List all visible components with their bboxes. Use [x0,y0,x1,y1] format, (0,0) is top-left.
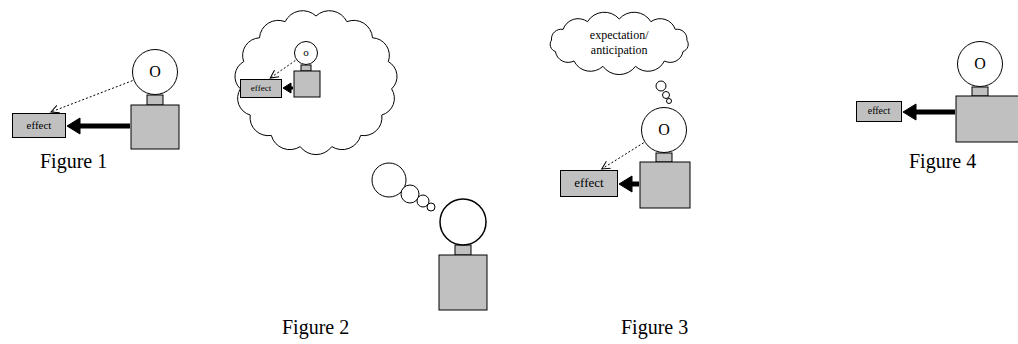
thought-bubble [656,81,666,91]
effect-label: effect [574,175,603,191]
figure-caption: Figure 1 [40,150,107,173]
body [956,96,1018,142]
head-circle: O [641,107,687,153]
body [131,105,179,149]
thought-bubble [427,203,435,211]
effect-box: effect [856,101,902,122]
head [440,199,486,245]
neck [147,95,163,105]
gaze-arrow [602,143,644,169]
eye-mark: o [303,46,309,60]
gaze-arrow [51,81,133,112]
effect-box: effect [12,113,66,138]
gaze-arrow [270,60,295,78]
neck [301,65,311,71]
action-arrow [78,124,130,129]
thought-bubble [667,99,672,104]
thought-cloud [235,11,397,155]
effect-label: effect [251,83,271,94]
arrowhead [619,176,632,192]
thought-bubble [663,92,670,99]
thought-bubble [401,185,419,203]
effect-box: effect [240,79,282,98]
eye-mark: O [149,62,161,82]
figure-caption: Figure 4 [909,150,976,173]
figure-caption: Figure 3 [621,316,688,339]
neck [972,87,988,96]
arrowhead [67,118,80,134]
cloud-outline [550,12,688,74]
arrowhead [903,104,916,120]
thought-text: expectation/ anticipation [573,28,665,58]
body [294,71,320,97]
head-circle: o [294,41,318,65]
eye-mark: O [658,120,670,140]
figure-caption: Figure 2 [282,316,349,339]
head-circle: O [132,49,178,95]
arrowhead [283,83,291,93]
effect-label: effect [27,119,52,133]
thought-cloud: expectation/ anticipation [540,10,698,76]
neck [455,245,471,255]
eye-mark: O [974,54,986,74]
body [640,162,690,208]
neck [656,153,672,162]
head-circle: O [957,41,1003,87]
action-arrow [914,110,955,115]
effect-box: effect [560,170,618,197]
effect-label: effect [868,105,891,118]
body [439,255,487,310]
